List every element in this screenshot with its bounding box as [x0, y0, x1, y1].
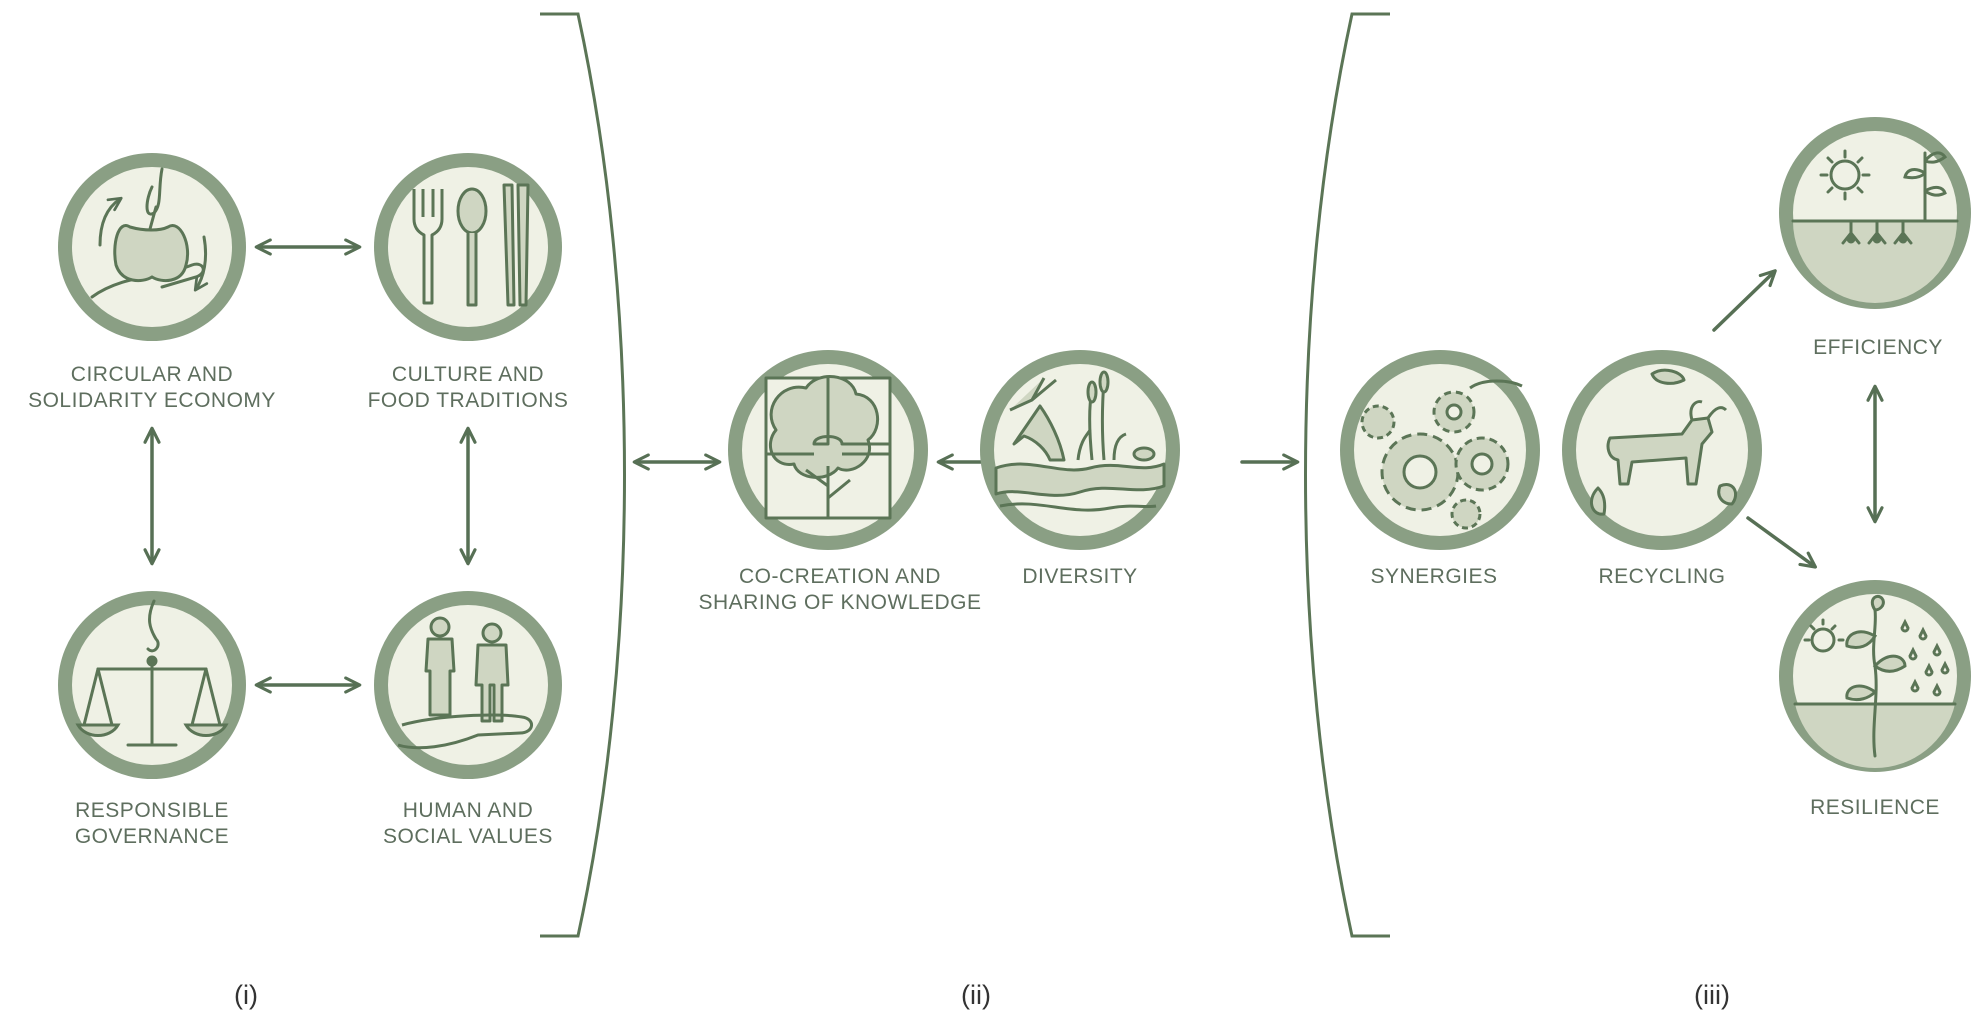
- sun-seedlings-icon: [1791, 149, 1959, 245]
- node-circular-economy: [58, 153, 246, 341]
- label-line: CO-CREATION AND: [739, 565, 941, 588]
- label-line: HUMAN AND: [402, 799, 534, 822]
- label-line: SYNERGIES: [1370, 565, 1498, 588]
- bracket-section-iii-left: [1304, 12, 1390, 938]
- label-circular-economy: CIRCULAR AND SOLIDARITY ECONOMY: [28, 362, 276, 414]
- sun-rain-plant-icon: [1793, 594, 1957, 758]
- label-responsible-governance: RESPONSIBLE GOVERNANCE: [75, 798, 229, 850]
- label-line: CULTURE AND: [391, 363, 545, 386]
- label-recycling: RECYCLING: [1598, 564, 1725, 590]
- fork-spoon-chopsticks-icon: [412, 183, 530, 307]
- label-human-social-values: HUMAN AND SOCIAL VALUES: [383, 798, 553, 850]
- label-line: GOVERNANCE: [74, 825, 230, 848]
- node-culture-food-traditions: [374, 153, 562, 341]
- people-in-hand-icon: [397, 616, 533, 750]
- label-synergies: SYNERGIES: [1370, 564, 1497, 590]
- arrow-recycling-efficiency: [1712, 269, 1777, 332]
- label-line: DIVERSITY: [1022, 565, 1138, 588]
- node-recycling: [1562, 350, 1762, 550]
- puzzle-tree-icon: [764, 375, 892, 520]
- label-line: EFFICIENCY: [1813, 336, 1943, 359]
- label-cocreation-knowledge: CO-CREATION AND SHARING OF KNOWLEDGE: [698, 564, 981, 616]
- label-line: SOLIDARITY ECONOMY: [28, 389, 276, 412]
- node-efficiency: [1779, 117, 1971, 309]
- node-human-social-values: [374, 591, 562, 779]
- label-line: RECYCLING: [1598, 565, 1726, 588]
- label-line: FOOD TRADITIONS: [367, 389, 569, 412]
- arrow-recycling-resilience: [1746, 516, 1817, 569]
- label-line: SOCIAL VALUES: [383, 825, 553, 848]
- section-label-i: (i): [234, 980, 258, 1010]
- cow-leaves-icon: [1589, 368, 1737, 516]
- node-cocreation-knowledge: [728, 350, 928, 550]
- label-culture-food-traditions: CULTURE AND FOOD TRADITIONS: [368, 362, 569, 414]
- apple-hand-cycle-icon: [90, 167, 209, 299]
- section-label-ii: (ii): [961, 980, 991, 1010]
- label-resilience: RESILIENCE: [1810, 795, 1940, 821]
- label-diversity: DIVERSITY: [1022, 564, 1137, 590]
- gears-icon: [1360, 379, 1523, 530]
- bracket-section-i-right: [540, 12, 626, 938]
- section-label-iii: (iii): [1694, 980, 1730, 1010]
- node-responsible-governance: [58, 591, 246, 779]
- label-line: CIRCULAR AND: [70, 363, 234, 386]
- balance-scale-icon: [75, 599, 229, 747]
- label-line: SHARING OF KNOWLEDGE: [698, 591, 982, 614]
- label-line: RESILIENCE: [1810, 796, 1940, 819]
- node-resilience: [1779, 580, 1971, 772]
- node-synergies: [1340, 350, 1540, 550]
- node-diversity: [980, 350, 1180, 550]
- label-line: RESPONSIBLE: [75, 799, 229, 822]
- animal-plants-water-icon: [994, 370, 1166, 512]
- label-efficiency: EFFICIENCY: [1813, 335, 1943, 361]
